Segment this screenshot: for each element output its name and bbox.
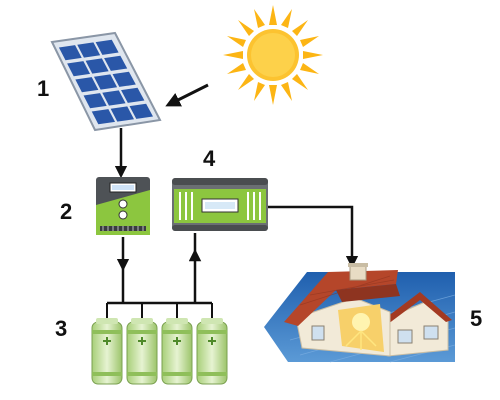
sun-icon: [223, 5, 323, 105]
panel-cell: [58, 45, 82, 61]
battery-icon: [126, 318, 158, 385]
panel-cell: [75, 77, 99, 93]
panel-cell: [91, 109, 116, 125]
battery-icon: [91, 318, 123, 385]
panel-cells: [58, 39, 154, 125]
inverter-icon: [172, 178, 268, 231]
solar-panel-icon: [50, 31, 162, 132]
panel-cell: [67, 61, 91, 77]
panel-cell: [104, 55, 128, 71]
panel-cell: [85, 58, 109, 74]
battery-icon: [196, 318, 228, 385]
label-house: 5: [470, 306, 483, 331]
label-battery: 3: [55, 316, 68, 341]
panel-cell: [129, 103, 154, 119]
panel-cell: [83, 93, 107, 109]
label-charge-controller: 2: [60, 199, 73, 224]
panel-cell: [110, 106, 135, 122]
panel-cell: [93, 74, 118, 90]
battery-icon: [161, 318, 193, 385]
house-icon: [264, 263, 456, 363]
charge-controller-icon: [96, 177, 150, 235]
panel-cell: [112, 71, 136, 87]
panel-cell: [121, 87, 145, 103]
label-solar-panel: 1: [37, 76, 50, 101]
battery-bank: [91, 318, 228, 385]
label-inverter: 4: [203, 146, 216, 171]
panel-cell: [95, 39, 119, 55]
panel-cell: [77, 42, 101, 58]
sunlight-arrow: [165, 83, 209, 107]
panel-cell: [102, 90, 126, 106]
inverter-to-house-line: [268, 205, 359, 269]
